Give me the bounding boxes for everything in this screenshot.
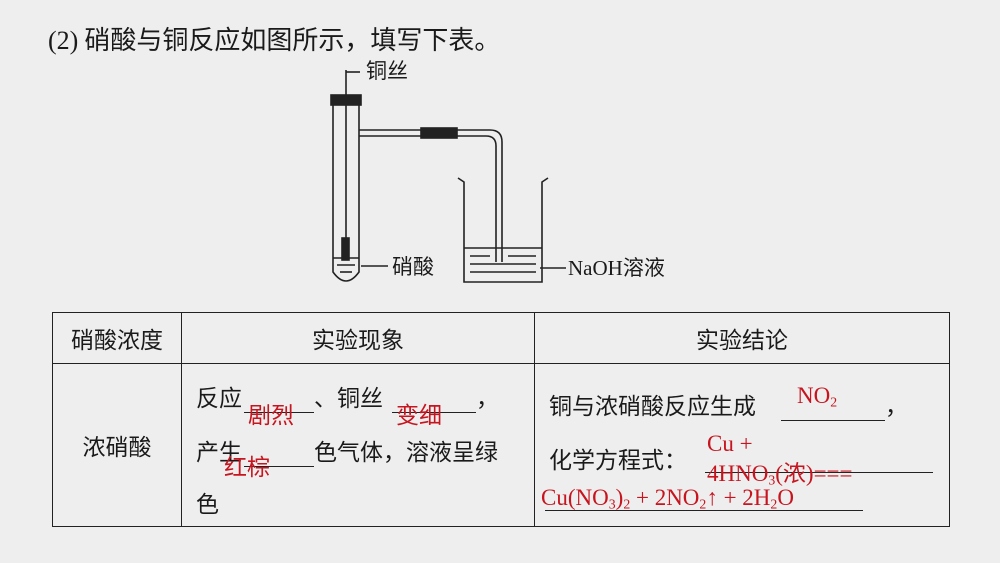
phenomenon-text-2: 、铜丝 [314,386,383,412]
cell-concentration: 浓硝酸 [52,363,182,527]
conclusion-text-3: 化学方程式： [549,448,687,474]
rubber-stopper [330,94,362,106]
equation-line-3: Cu(NO3)2 + 2NO2↑ + 2H2O [541,485,794,512]
header-concentration: 硝酸浓度 [52,312,182,364]
equation-line-1: Cu + [707,431,753,456]
blank-product [781,420,885,421]
experiment-table: 硝酸浓度 实验现象 实验结论 浓硝酸 反应 剧烈 、铜丝 变细 ， 产生 红棕 … [52,312,950,527]
phenomenon-text-6: 色 [196,492,219,518]
answer-gas-color: 红棕 [224,455,270,481]
phenomenon-text-3: ， [476,386,499,412]
header-phenomenon: 实验现象 [181,312,535,364]
cell-phenomenon: 反应 剧烈 、铜丝 变细 ， 产生 红棕 色气体，溶液呈绿 色 [181,363,535,527]
rubber-connector [420,127,458,139]
delivery-tube [359,129,503,262]
question-heading: (2)硝酸与铜反应如图所示，填写下表。 [48,24,500,58]
equation-line-2: 4HNO3(浓)=== [707,461,853,488]
apparatus-diagram [330,70,566,283]
phenomenon-text-1: 反应 [196,386,242,412]
answer-product: NO2 [797,383,838,410]
phenomenon-text-4: 产生 [196,440,242,466]
answer-reaction: 剧烈 [248,403,294,429]
blank-reaction [244,412,314,413]
label-nitric-acid: 硝酸 [392,255,434,279]
header-conclusion: 实验结论 [534,312,950,364]
cell-conclusion: 铜与浓硝酸反应生成 NO2 ， 化学方程式： Cu + 4HNO3(浓)=== … [534,363,950,527]
answer-copper-wire: 变细 [396,403,442,429]
phenomenon-text-5: 色气体，溶液呈绿 [314,440,498,466]
test-tube [332,105,360,282]
beaker [457,177,549,283]
conclusion-text-1: 铜与浓硝酸反应生成 [549,394,756,420]
question-number: (2) [48,26,79,55]
label-copper-wire: 铜丝 [366,59,408,83]
label-naoh-solution: NaOH溶液 [568,256,665,280]
blank-gas-color [244,466,314,467]
blank-equation-1 [705,472,933,473]
table-row: 浓硝酸 反应 剧烈 、铜丝 变细 ， 产生 红棕 色气体，溶液呈绿 色 铜与浓硝… [52,363,950,527]
blank-equation-2 [545,510,863,511]
blank-copper-wire [392,412,476,413]
conclusion-text-2: ， [885,394,908,420]
question-text: 硝酸与铜反应如图所示，填写下表。 [84,26,501,56]
